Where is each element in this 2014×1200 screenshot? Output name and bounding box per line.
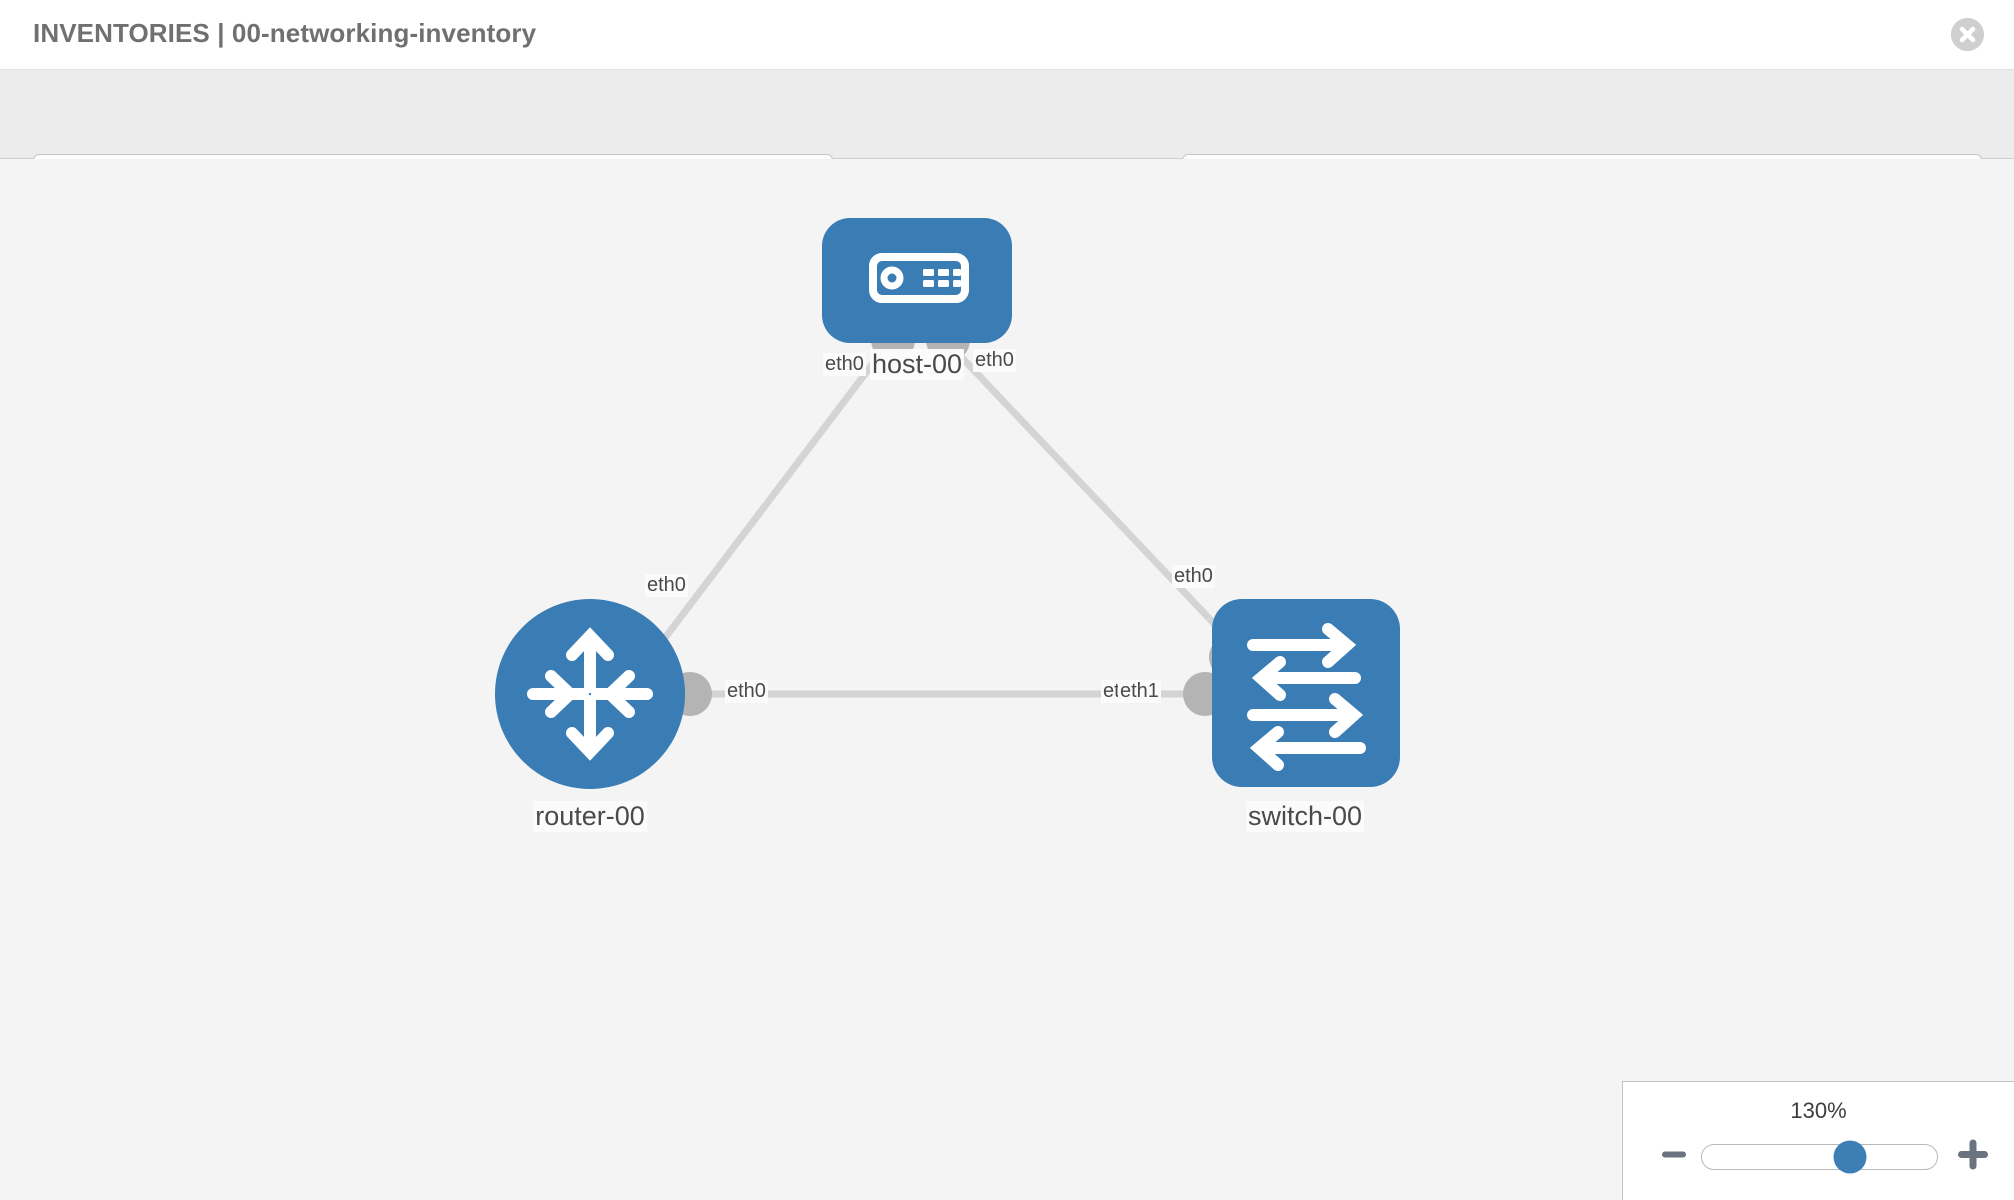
minus-icon[interactable] bbox=[1659, 1140, 1689, 1175]
node-label-host-00: host-00 bbox=[869, 349, 965, 380]
topology-toolbar: ACTIONS SEARCH bbox=[0, 70, 2014, 206]
page-title: INVENTORIES | 00-networking-inventory bbox=[33, 18, 537, 48]
zoom-slider-thumb[interactable] bbox=[1833, 1140, 1867, 1174]
zoom-control-panel: 130% bbox=[1622, 1081, 2014, 1200]
edge-host00-switch00 bbox=[947, 342, 1243, 654]
iface-label-host00-left: eth0 bbox=[823, 353, 866, 376]
topology-graph bbox=[495, 218, 1400, 789]
node-label-router-00: router-00 bbox=[533, 801, 647, 832]
server-icon bbox=[869, 253, 969, 303]
node-label-switch-00: switch-00 bbox=[1245, 801, 1365, 832]
page-header: INVENTORIES | 00-networking-inventory bbox=[0, 0, 2014, 70]
zoom-level-value: 130% bbox=[1790, 1098, 1847, 1123]
node-host-00 bbox=[822, 218, 1012, 343]
iface-label-switch00-west: eth1 bbox=[1118, 680, 1161, 703]
edge-host00-router00 bbox=[652, 342, 890, 654]
node-router-00 bbox=[495, 599, 685, 789]
iface-label-router00-east: eth0 bbox=[725, 680, 768, 703]
iface-label-switch00-north: eth0 bbox=[1172, 565, 1215, 588]
zoom-slider-row bbox=[1623, 1132, 2014, 1182]
iface-label-host00-right: eth0 bbox=[973, 349, 1016, 372]
switch-icon bbox=[1247, 623, 1366, 771]
topology-canvas[interactable]: host-00 router-00 switch-00 eth0 eth0 et… bbox=[0, 159, 2014, 1200]
close-icon[interactable] bbox=[1951, 18, 1984, 51]
zoom-slider[interactable] bbox=[1701, 1140, 1938, 1174]
router-icon bbox=[527, 627, 653, 761]
topology-edges bbox=[652, 342, 1243, 698]
plus-icon[interactable] bbox=[1956, 1138, 1990, 1177]
iface-label-router00-north: eth0 bbox=[645, 574, 688, 597]
node-switch-00 bbox=[1212, 599, 1400, 787]
